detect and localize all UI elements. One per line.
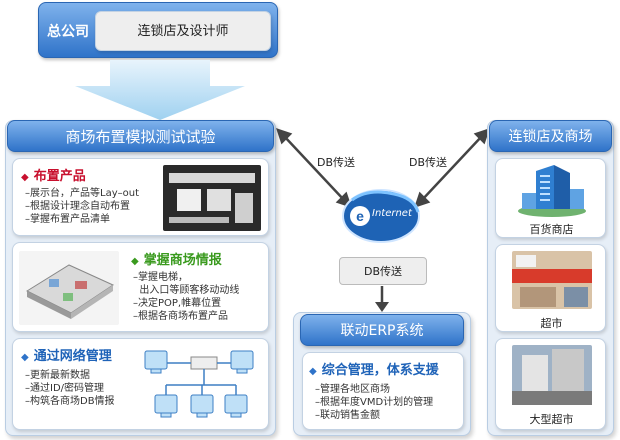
bullet-icon: ◆ xyxy=(21,352,29,363)
erp-heading: ◆ 综合管理，体系支援 xyxy=(309,359,439,378)
supermarket-photo xyxy=(512,251,592,309)
erp-line: –联动销售金额 xyxy=(315,410,380,421)
hq-label: 总公司 xyxy=(47,24,89,40)
floor-plan-image xyxy=(19,251,119,325)
network-title-text: 通过网络管理 xyxy=(33,349,112,364)
db-transfer-arrows xyxy=(276,128,490,208)
hq-down-arrow xyxy=(75,60,245,120)
store-label: 超市 xyxy=(540,317,563,330)
hq-box: 连锁店及设计师 xyxy=(95,11,271,51)
stores-title-bar: 连锁店及商场 xyxy=(489,120,612,152)
network-line: –更新最新数据 xyxy=(25,370,90,381)
info-card: ◆ 掌握商场情报 –掌握电梯， 出入口等顾客移动动线 –决定POP,帷幕位置 –根… xyxy=(12,242,269,332)
layout-render-image xyxy=(163,165,261,231)
erp-line: –根据年度VMD计划的管理 xyxy=(315,397,434,408)
db-transfer-down-box: DB传送 xyxy=(339,257,427,285)
network-line: –构筑各商场DB情报 xyxy=(25,396,115,407)
info-line: 出入口等顾客移动动线 xyxy=(133,285,240,296)
erp-card: ◆ 综合管理，体系支援 –管理各地区商场 –根据年度VMD计划的管理 –联动销售金… xyxy=(302,352,464,430)
internet-globe-icon: e Internet xyxy=(338,186,424,246)
layout-line: –掌握布置产品清单 xyxy=(25,214,110,225)
store-card: 大型超市 xyxy=(495,338,606,430)
stores-title: 连锁店及商场 xyxy=(508,129,593,145)
network-lines: –更新最新数据 –通过ID/密码管理 –构筑各商场DB情报 xyxy=(25,369,115,408)
store-label: 大型超市 xyxy=(529,413,574,426)
hq-box-label: 连锁店及设计师 xyxy=(137,24,229,39)
info-line: –掌握电梯， xyxy=(133,272,188,283)
bullet-icon: ◆ xyxy=(131,256,139,267)
store-card: 百货商店 xyxy=(495,158,606,238)
info-line: –决定POP,帷幕位置 xyxy=(133,298,222,309)
network-diagram-icon xyxy=(144,350,254,418)
hypermarket-photo xyxy=(512,345,592,405)
network-line: –通过ID/密码管理 xyxy=(25,383,105,394)
layout-line: –展示台，产品等Lay–out xyxy=(25,188,139,199)
hq-banner: 总公司 连锁店及设计师 xyxy=(38,2,278,58)
simulation-title-bar: 商场布置模拟测试试验 xyxy=(7,120,274,152)
db-transfer-left-label: DB传送 xyxy=(316,156,356,169)
erp-title: 联动ERP系统 xyxy=(340,323,424,339)
store-label: 百货商店 xyxy=(529,223,574,236)
network-title: ◆ 通过网络管理 xyxy=(21,345,112,364)
layout-lines: –展示台，产品等Lay–out –根据设计理念自动布置 –掌握布置产品清单 xyxy=(25,187,139,226)
db-transfer-down-label: DB传送 xyxy=(363,265,403,278)
erp-heading-text: 综合管理，体系支援 xyxy=(321,363,439,378)
db-down-arrow xyxy=(375,286,389,312)
erp-line: –管理各地区商场 xyxy=(315,384,390,395)
department-store-building-icon xyxy=(518,165,586,217)
info-title-text: 掌握商场情报 xyxy=(143,253,222,268)
layout-card: ◆ 布置产品 –展示台，产品等Lay–out –根据设计理念自动布置 –掌握布置产… xyxy=(12,158,269,236)
info-line: –根据各商场布置产品 xyxy=(133,311,228,322)
info-lines: –掌握电梯， 出入口等顾客移动动线 –决定POP,帷幕位置 –根据各商场布置产品 xyxy=(133,271,239,323)
layout-line: –根据设计理念自动布置 xyxy=(25,201,130,212)
layout-title: ◆ 布置产品 xyxy=(21,165,86,184)
erp-title-bar: 联动ERP系统 xyxy=(300,314,464,346)
info-title: ◆ 掌握商场情报 xyxy=(131,249,222,268)
simulation-title: 商场布置模拟测试试验 xyxy=(65,128,216,146)
internet-label: Internet xyxy=(372,208,412,219)
svg-text:e: e xyxy=(356,208,364,224)
store-card: 超市 xyxy=(495,244,606,332)
erp-lines: –管理各地区商场 –根据年度VMD计划的管理 –联动销售金额 xyxy=(315,383,433,422)
bullet-icon: ◆ xyxy=(309,366,317,377)
db-transfer-right-label: DB传送 xyxy=(408,156,448,169)
bullet-icon: ◆ xyxy=(21,172,29,183)
network-card: ◆ 通过网络管理 –更新最新数据 –通过ID/密码管理 –构筑各商场DB情报 xyxy=(12,338,269,430)
layout-title-text: 布置产品 xyxy=(33,169,86,184)
